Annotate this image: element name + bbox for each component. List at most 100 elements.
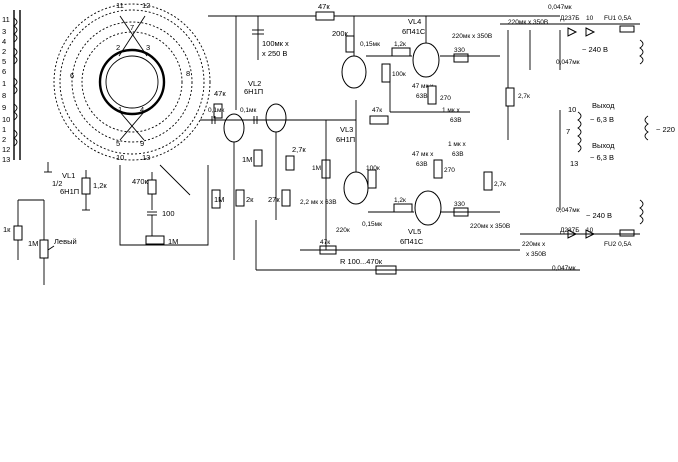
sw-10: 10: [116, 153, 124, 162]
c-01-a-label: 0,1мк: [208, 107, 225, 114]
vl2-tube-a: [223, 113, 245, 143]
sw-1: 1: [118, 105, 122, 114]
c-220-350-top1-label: 220мк х 350В: [452, 33, 492, 40]
r-1M-vl2: [253, 149, 263, 167]
r-12k-vl1-label: 1,2к: [93, 181, 107, 190]
r-2k: [235, 189, 245, 207]
sw-7: 7: [130, 23, 134, 32]
c-47-63-top-label: 47 мк х: [412, 83, 434, 90]
vl1-half: 1/2: [52, 179, 62, 188]
sw-11: 11: [116, 1, 124, 10]
r-1k: [13, 225, 23, 241]
r-2k-label: 2к: [246, 195, 254, 204]
r-12k-top-label: 1,2к: [394, 41, 406, 48]
vl3-tube-bot: [343, 171, 369, 205]
vl2-type: 6Н1П: [244, 87, 263, 96]
vl4-type: 6П41С: [402, 27, 426, 36]
r-27k-bot: [281, 189, 291, 207]
input-stage-vl1: VL1 1/2 6Н1П 1,2к 470к 100 1М 1к 1М Левы…: [3, 162, 209, 285]
r-27k-right-bot-label: 2,7к: [494, 181, 506, 188]
r-270-top: [427, 85, 437, 105]
fuse-fu1: [619, 25, 635, 33]
c-1mk-bot-label: 1 мк х: [448, 141, 467, 148]
diode-top: [567, 27, 578, 37]
c-1mk-top-v-label: 63В: [450, 117, 462, 124]
c-47-63-top-v-label: 63В: [416, 93, 428, 100]
vl1-name: VL1: [62, 171, 75, 180]
r-12k-bot-label: 1,2к: [394, 197, 406, 204]
r-220k-label: 220к: [336, 227, 350, 234]
fu1-label: FU1 0,5А: [604, 15, 632, 22]
v-10-bot-label: 10: [586, 227, 594, 234]
c-01-b-label: 0,1мк: [240, 107, 257, 114]
term-8: 8: [2, 91, 6, 100]
term-1b: 1: [2, 125, 6, 134]
fuse-fu2: [619, 229, 635, 237]
vl2-name: VL2: [248, 79, 261, 88]
r-47k-top-label: 47к: [318, 2, 330, 11]
r-330-top: [453, 53, 469, 63]
term-2b: 2: [2, 135, 6, 144]
vl5-type: 6П41С: [400, 237, 424, 246]
r-47k-left: [213, 103, 223, 119]
term-10: 10: [2, 115, 10, 124]
r-1k-label: 1к: [3, 225, 11, 234]
vl4-name: VL4: [408, 17, 421, 26]
r-1M-vl2-label: 1М: [242, 155, 252, 164]
sw-6: 6: [70, 71, 74, 80]
c-220-350-top2-label: 220мк х 350В: [470, 223, 510, 230]
v63-top-label: ~ 6,3 В: [590, 115, 614, 124]
vl3-name: VL3: [340, 125, 353, 134]
top-rail: 47к 100мк х х 250 В: [208, 2, 560, 110]
n13-label: 13: [570, 159, 578, 168]
r-47k-mid-label: 47к: [372, 107, 382, 114]
r-1M-levyi-label: 1М: [28, 239, 38, 248]
term-1: 1: [2, 79, 6, 88]
r-100-470-label: R 100...470к: [340, 257, 383, 266]
sw-12: 12: [142, 1, 150, 10]
term-5: 5: [2, 57, 6, 66]
v-10-top-label: 10: [586, 15, 594, 22]
r-1M-left-label: 1М: [214, 195, 224, 204]
vl4-stage: 200к 0,15мк 1,2к VL4 6П41С 100к 220мк х …: [332, 16, 500, 124]
power-section: 220мк х 350В 0,047мк Д237Б 10 FU1 0,5А ~…: [483, 4, 675, 272]
sw-2: 2: [116, 43, 120, 52]
vl3-vl5-stage: VL3 6Н1П 47к 1М 2,2 мк х 63В 220к 0,15мк…: [255, 100, 580, 275]
sw-8: 8: [186, 69, 190, 78]
vl2-tube-b: [265, 103, 287, 133]
term-9: 9: [2, 103, 6, 112]
r-27k-right-bot: [483, 171, 493, 191]
c-220-350-bot-label: 220мк х: [522, 241, 546, 248]
c-47-63-bot-v-label: 63В: [416, 161, 428, 168]
sw-9: 9: [140, 139, 144, 148]
levyi-label: Левый: [54, 237, 77, 246]
n10-mid-label: 10: [568, 105, 576, 114]
c-0047-bot2-label: 0,047мк: [552, 265, 576, 272]
r-270-bot-label: 270: [444, 167, 455, 174]
r-100k-top-label: 100к: [392, 71, 406, 78]
c-47-63-bot-label: 47 мк х: [412, 151, 434, 158]
vl4-tube: [412, 42, 440, 78]
sw-4: 4: [140, 105, 144, 114]
toroid-transformer: 11 12 2 3 7 6 8 1 4 5 9 10 13: [53, 1, 211, 162]
c-1mk-top-label: 1 мк х: [442, 107, 461, 114]
v240-bot-label: ~ 240 В: [586, 211, 612, 220]
term-12: 12: [2, 145, 10, 154]
v63-bot-label: ~ 6,3 В: [590, 153, 614, 162]
sw-5: 5: [116, 139, 120, 148]
c-100-250b-label: х 250 В: [262, 49, 287, 58]
r-470k-label: 470к: [132, 177, 149, 186]
r-330-top-label: 330: [454, 47, 465, 54]
d-top-label: Д237Б: [560, 15, 580, 22]
c-220-350-bot-v-label: х 350В: [526, 251, 546, 258]
vyhod-bot-label: Выход: [592, 141, 615, 150]
r-27k-right-top: [505, 87, 515, 107]
r-47k-top: [315, 11, 335, 21]
r-12k-bot: [393, 203, 413, 213]
fu2-label: FU2 0,5А: [604, 241, 632, 248]
r-270-top-label: 270: [440, 95, 451, 102]
r-330-bot-label: 330: [454, 201, 465, 208]
vl2-stage: VL2 6Н1П 47к 0,1мк 0,1мк 1М 2,7к 1М 2к 2…: [200, 79, 306, 260]
r-27k-vl2-label: 2,7к: [292, 145, 306, 154]
